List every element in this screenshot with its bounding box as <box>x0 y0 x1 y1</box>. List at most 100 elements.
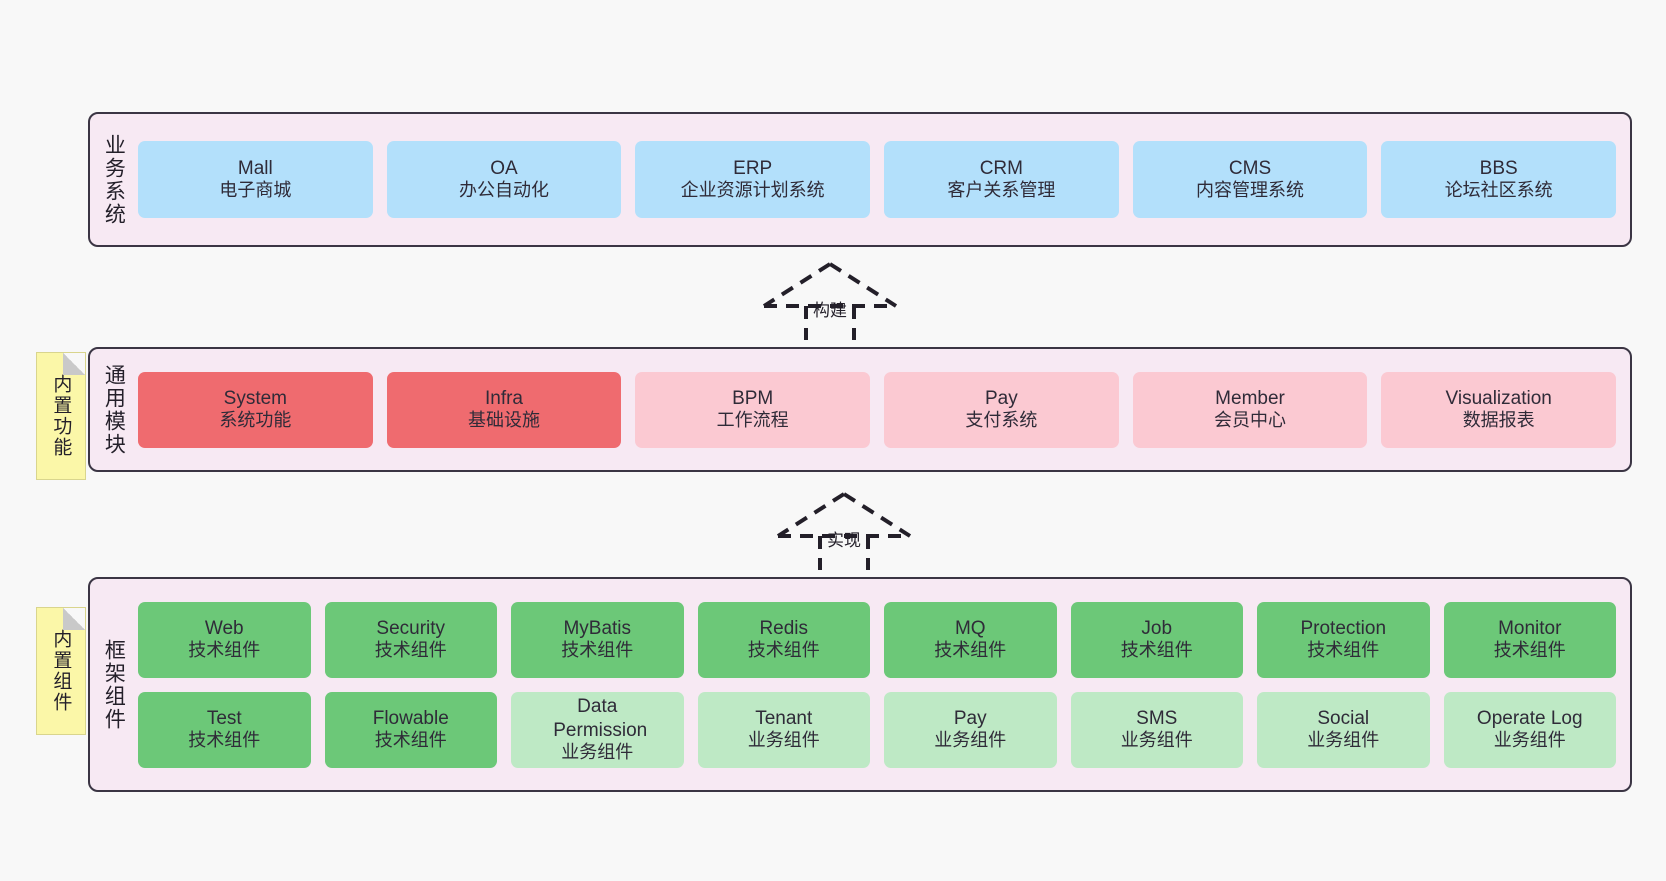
note-builtin-function: 内置功能 <box>36 352 86 480</box>
layer-row: System 系统功能 Infra 基础设施 BPM 工作流程 Pay 支付系统… <box>138 371 1617 448</box>
layer-business-system: 业务系统 Mall 电子商城 OA 办公自动化 ERP 企业资源计划系统 CRM… <box>88 112 1632 247</box>
node-subtitle: 技术组件 <box>747 640 820 661</box>
node-infra[interactable]: Infra 基础设施 <box>386 371 622 448</box>
node-subtitle: 电子商城 <box>219 180 292 201</box>
node-title: BBS <box>1479 157 1518 179</box>
node-member[interactable]: Member 会员中心 <box>1132 371 1368 448</box>
layer-framework-component: 框架组件 Web 技术组件 Security 技术组件 MyBatis 技术组件… <box>88 577 1632 792</box>
node-subtitle: 技术组件 <box>1493 640 1566 661</box>
node-security[interactable]: Security 技术组件 <box>324 601 497 678</box>
node-subtitle: 业务组件 <box>1120 730 1193 751</box>
node-subtitle: 业务组件 <box>934 730 1007 751</box>
node-bpm[interactable]: BPM 工作流程 <box>635 371 871 448</box>
node-subtitle: 会员中心 <box>1214 410 1287 431</box>
node-title: OA <box>490 157 518 179</box>
layer-title-common-module: 通用模块 <box>102 363 126 456</box>
node-subtitle: 技术组件 <box>1307 640 1380 661</box>
node-subtitle: 支付系统 <box>965 410 1038 431</box>
dashed-hollow-arrow-icon <box>776 492 912 570</box>
layer-common-module: 通用模块 System 系统功能 Infra 基础设施 BPM 工作流程 Pay… <box>88 347 1632 472</box>
layer-body-business-system: Mall 电子商城 OA 办公自动化 ERP 企业资源计划系统 CRM 客户关系… <box>136 114 1630 245</box>
node-title: System <box>223 387 288 409</box>
node-mybatis[interactable]: MyBatis 技术组件 <box>511 601 684 678</box>
node-subtitle: 业务组件 <box>747 730 820 751</box>
layer-body-common-module: System 系统功能 Infra 基础设施 BPM 工作流程 Pay 支付系统… <box>136 349 1630 470</box>
node-mq[interactable]: MQ 技术组件 <box>884 601 1057 678</box>
node-title: SMS <box>1136 707 1178 729</box>
node-title: Operate Log <box>1476 707 1583 729</box>
node-redis[interactable]: Redis 技术组件 <box>697 601 870 678</box>
node-subtitle: 技术组件 <box>1120 640 1193 661</box>
node-cms[interactable]: CMS 内容管理系统 <box>1132 141 1368 218</box>
node-protection[interactable]: Protection 技术组件 <box>1257 601 1430 678</box>
note-label: 内置功能 <box>50 374 72 458</box>
connector-implement: 实现 <box>774 490 914 572</box>
layer-row: Mall 电子商城 OA 办公自动化 ERP 企业资源计划系统 CRM 客户关系… <box>138 141 1617 218</box>
node-operate-log[interactable]: Operate Log 业务组件 <box>1443 691 1616 768</box>
node-pay[interactable]: Pay 支付系统 <box>884 371 1119 448</box>
node-title: ERP <box>733 157 773 179</box>
node-subtitle: 系统功能 <box>219 410 292 431</box>
node-monitor[interactable]: Monitor 技术组件 <box>1443 601 1616 678</box>
node-erp[interactable]: ERP 企业资源计划系统 <box>635 141 871 218</box>
node-title: BPM <box>732 387 774 409</box>
node-title: Test <box>206 707 242 729</box>
node-crm[interactable]: CRM 客户关系管理 <box>884 141 1119 218</box>
node-title: CRM <box>979 157 1023 179</box>
node-subtitle: 数据报表 <box>1462 410 1535 431</box>
node-data-permission[interactable]: Data Permission 业务组件 <box>511 691 684 768</box>
node-subtitle: 企业资源计划系统 <box>680 180 825 201</box>
node-system[interactable]: System 系统功能 <box>138 371 373 448</box>
node-title: MyBatis <box>563 617 632 639</box>
node-bbs[interactable]: BBS 论坛社区系统 <box>1381 141 1617 218</box>
node-title: CMS <box>1228 157 1272 179</box>
node-pay-component[interactable]: Pay 业务组件 <box>884 691 1057 768</box>
node-social[interactable]: Social 业务组件 <box>1257 691 1430 768</box>
node-title: Member <box>1215 387 1285 409</box>
node-title: Security <box>376 617 446 639</box>
node-tenant[interactable]: Tenant 业务组件 <box>697 691 870 768</box>
node-title: Redis <box>759 617 809 639</box>
node-title: Infra <box>484 387 524 409</box>
node-subtitle: 技术组件 <box>188 730 261 751</box>
node-title: Tenant <box>755 707 813 729</box>
note-builtin-component: 内置组件 <box>36 607 86 735</box>
layer-row: Test 技术组件 Flowable 技术组件 Data Permission … <box>138 691 1616 768</box>
node-subtitle: 基础设施 <box>468 410 540 431</box>
node-flowable[interactable]: Flowable 技术组件 <box>324 691 497 768</box>
node-web[interactable]: Web 技术组件 <box>138 601 311 678</box>
node-oa[interactable]: OA 办公自动化 <box>386 141 622 218</box>
node-subtitle: 技术组件 <box>934 640 1007 661</box>
node-title: Pay <box>953 707 987 729</box>
connector-build: 构建 <box>760 260 900 342</box>
node-sms[interactable]: SMS 业务组件 <box>1070 691 1243 768</box>
node-mall[interactable]: Mall 电子商城 <box>138 141 373 218</box>
note-label: 内置组件 <box>50 629 72 713</box>
node-title: Social <box>1317 707 1370 729</box>
node-title: Monitor <box>1498 617 1562 639</box>
node-title: Protection <box>1300 617 1387 639</box>
node-title: Mall <box>237 157 273 179</box>
node-title: Web <box>204 617 244 639</box>
node-subtitle: 技术组件 <box>188 640 261 661</box>
node-subtitle: 业务组件 <box>561 741 634 762</box>
node-subtitle: 客户关系管理 <box>947 180 1056 201</box>
node-subtitle: 工作流程 <box>716 410 789 431</box>
node-subtitle: 技术组件 <box>374 640 447 661</box>
node-job[interactable]: Job 技术组件 <box>1070 601 1243 678</box>
node-subtitle: 办公自动化 <box>459 180 549 201</box>
node-subtitle: 论坛社区系统 <box>1444 180 1553 201</box>
node-title: Flowable <box>372 707 449 729</box>
node-subtitle: 技术组件 <box>374 730 447 751</box>
layer-row: Web 技术组件 Security 技术组件 MyBatis 技术组件 Redi… <box>138 601 1616 678</box>
node-test[interactable]: Test 技术组件 <box>138 691 311 768</box>
connector-label: 实现 <box>827 531 861 550</box>
connector-label: 构建 <box>813 301 847 320</box>
node-subtitle: 业务组件 <box>1307 730 1380 751</box>
node-title: Data Permission <box>553 696 648 741</box>
node-subtitle: 业务组件 <box>1493 730 1566 751</box>
node-visualization[interactable]: Visualization 数据报表 <box>1381 371 1617 448</box>
layer-title-business-system: 业务系统 <box>102 133 126 226</box>
dashed-hollow-arrow-icon <box>762 262 898 340</box>
node-title: Pay <box>984 387 1018 409</box>
